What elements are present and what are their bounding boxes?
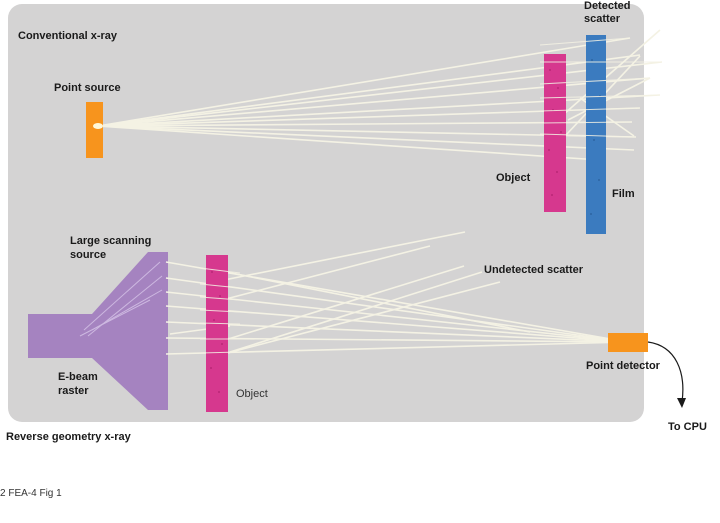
cpu-arrowhead xyxy=(677,398,686,408)
beam-ray xyxy=(97,94,661,127)
conventional-beams xyxy=(97,29,663,161)
point-detector-rect xyxy=(608,333,648,352)
beam-ray xyxy=(165,341,629,355)
beam-ray xyxy=(97,61,663,127)
beam-ray xyxy=(165,337,629,343)
detected-scatter-label-line2: scatter xyxy=(584,13,621,25)
beam-ray xyxy=(97,37,631,127)
beam-ray xyxy=(165,291,629,343)
ebeam-tube xyxy=(28,252,168,410)
object-top-speckle xyxy=(548,69,562,196)
point-source-glow xyxy=(93,123,103,129)
scatter-ray xyxy=(215,269,531,333)
object-top-label: Object xyxy=(496,172,531,184)
beam-ray xyxy=(165,321,629,343)
film-rect xyxy=(586,35,606,234)
scatter-ray xyxy=(229,271,483,353)
undetected-scatter-label: Undetected scatter xyxy=(484,264,584,276)
cpu-arrow-line xyxy=(647,341,684,403)
point-source-rect xyxy=(86,102,103,158)
reverse-beams xyxy=(165,231,629,357)
object-top-rect xyxy=(544,54,566,212)
reverse-geometry-title: Reverse geometry x-ray xyxy=(6,431,131,443)
beams-over-object-bottom xyxy=(199,267,241,354)
film-label: Film xyxy=(612,188,635,200)
point-source-label: Point source xyxy=(54,82,121,94)
ebeam-raster-label-line2: raster xyxy=(58,385,89,397)
ebeam-raster-lines xyxy=(79,261,163,337)
object-bottom-speckle xyxy=(210,271,223,393)
large-scanning-source-label-line2: source xyxy=(70,249,107,261)
scatter-ray xyxy=(567,77,651,121)
beam-ray xyxy=(97,125,601,161)
to-cpu-label: To CPU xyxy=(668,421,707,433)
beam-ray xyxy=(97,77,651,127)
beams-over-objects xyxy=(539,37,662,138)
object-bottom-label: Object xyxy=(236,388,268,400)
conventional-xray-title: Conventional x-ray xyxy=(18,30,118,42)
object-bottom-rect xyxy=(206,255,228,412)
scatter-ray xyxy=(213,231,466,283)
scatter-ray xyxy=(215,281,501,357)
point-detector-label: Point detector xyxy=(586,360,660,372)
scatter-ray xyxy=(224,265,465,341)
scatter-ray xyxy=(221,245,431,301)
beam-ray xyxy=(165,305,629,343)
large-scanning-source-label-line1: Large scanning xyxy=(70,235,152,247)
figure-caption: 2 FEA-4 Fig 1 xyxy=(0,488,62,499)
beam-ray xyxy=(165,277,629,343)
detected-scatter-label-line1: Detected xyxy=(584,0,631,12)
ebeam-raster-label-line1: E-beam xyxy=(58,371,98,383)
